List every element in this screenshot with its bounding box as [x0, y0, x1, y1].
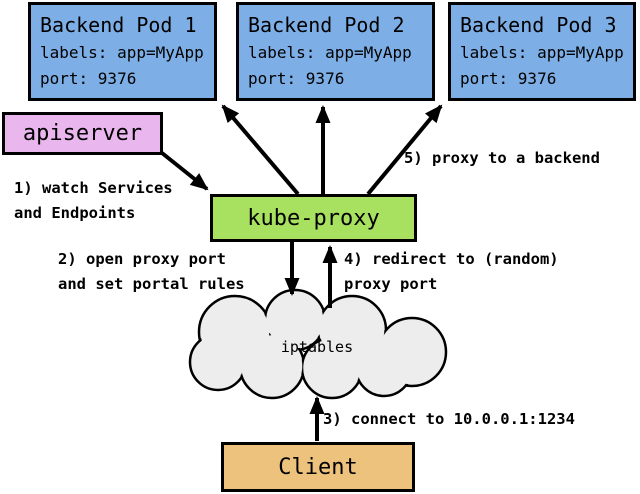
- arrow-kube-proxy-to-pod-1: [221, 104, 300, 196]
- step5-annotation: 5) proxy to a backend: [404, 146, 600, 171]
- client-label: Client: [278, 454, 358, 480]
- backend-pod-3-title: Backend Pod 3: [460, 13, 617, 37]
- backend-pod-3-labels: labels: app=MyApp: [460, 43, 624, 62]
- backend-pod-1-node: Backend Pod 1 labels: app=MyApp port: 93…: [28, 2, 217, 101]
- step3-line1: 3) connect to 10.0.0.1:1234: [323, 410, 575, 428]
- step3-annotation: 3) connect to 10.0.0.1:1234: [323, 407, 575, 432]
- backend-pod-3-port: port: 9376: [460, 69, 557, 88]
- step5-line1: 5) proxy to a backend: [404, 149, 600, 167]
- backend-pod-2-port: port: 9376: [248, 69, 345, 88]
- kube-proxy-label: kube-proxy: [247, 205, 380, 231]
- apiserver-node: apiserver: [2, 112, 163, 155]
- step2-line2: and set portal rules: [58, 275, 245, 293]
- step1-line2: and Endpoints: [14, 204, 136, 222]
- step4-line2: proxy port: [344, 275, 438, 293]
- step1-line1: 1) watch Services: [14, 179, 173, 197]
- step1-annotation: 1) watch Services and Endpoints: [14, 176, 173, 226]
- apiserver-label: apiserver: [22, 121, 143, 146]
- backend-pod-2-labels: labels: app=MyApp: [248, 43, 412, 62]
- step4-line1: 4) redirect to (random): [344, 250, 559, 268]
- client-node: Client: [221, 442, 415, 492]
- step4-annotation: 4) redirect to (random) proxy port: [344, 247, 559, 297]
- iptables-label: iptables: [280, 338, 354, 356]
- backend-pod-1-title: Backend Pod 1: [40, 13, 197, 37]
- backend-pod-1-labels: labels: app=MyApp: [40, 43, 204, 62]
- step2-line1: 2) open proxy port: [58, 250, 226, 268]
- kube-proxy-node: kube-proxy: [210, 194, 417, 242]
- backend-pod-1-port: port: 9376: [40, 69, 137, 88]
- step2-annotation: 2) open proxy port and set portal rules: [58, 247, 245, 297]
- backend-pod-3-node: Backend Pod 3 labels: app=MyApp port: 93…: [448, 2, 636, 101]
- backend-pod-2-title: Backend Pod 2: [248, 13, 405, 37]
- backend-pod-2-node: Backend Pod 2 labels: app=MyApp port: 93…: [236, 2, 435, 101]
